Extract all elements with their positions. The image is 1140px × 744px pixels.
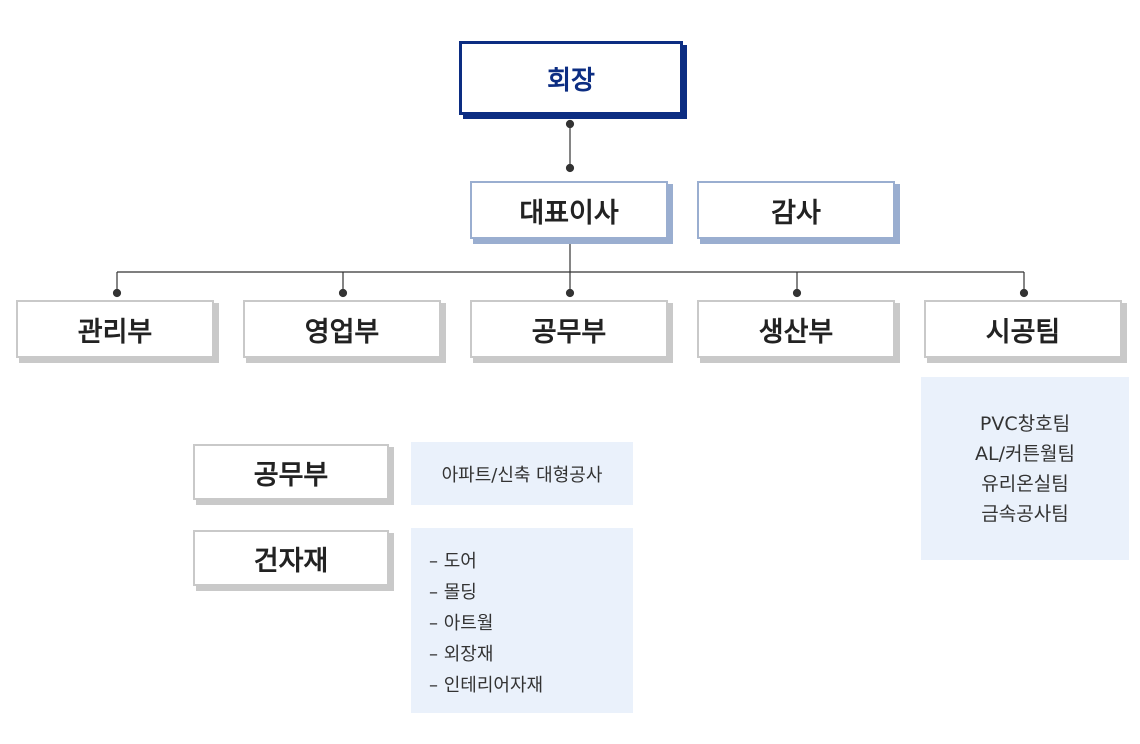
gongmu-description-panel: 아파트/신축 대형공사 [411, 442, 633, 505]
connector-dot [1019, 288, 1029, 298]
team-item: AL/커튼월팀 [975, 442, 1075, 465]
team-item: 금속공사팀 [981, 502, 1069, 525]
dept-box-production: 생산부 [697, 300, 895, 358]
construction-teams-panel: PVC창호팀 AL/커튼월팀 유리온실팀 금속공사팀 [921, 377, 1129, 560]
connector-dot [338, 288, 348, 298]
ceo-label: 대표이사 [519, 197, 619, 229]
connector-dot [112, 288, 122, 298]
ceo-box: 대표이사 [470, 181, 668, 239]
dept-box-construction: 시공팀 [924, 300, 1122, 358]
team-item: 유리온실팀 [981, 472, 1069, 495]
materials-list-item: 외장재 [429, 639, 633, 670]
chairman-label: 회장 [547, 65, 595, 96]
connector-dot [565, 163, 575, 173]
gongmu-section-label: 공무부 [253, 459, 329, 491]
connector-dot [792, 288, 802, 298]
materials-list-item: 인테리어자재 [429, 670, 633, 701]
dept-box-sales: 영업부 [243, 300, 441, 358]
materials-list-item: 도어 [429, 546, 633, 577]
chairman-box: 회장 [462, 44, 680, 112]
gongmu-section-box: 공무부 [193, 444, 389, 500]
materials-section-box: 건자재 [193, 530, 389, 586]
connector-dot [565, 119, 575, 129]
audit-label: 감사 [771, 197, 821, 229]
dept-label: 시공팀 [985, 316, 1061, 348]
materials-list-panel: 도어 몰딩 아트월 외장재 인테리어자재 [411, 528, 633, 713]
materials-list-item: 아트월 [429, 608, 633, 639]
dept-label: 공무부 [531, 316, 607, 348]
dept-label: 영업부 [304, 316, 380, 348]
team-item: PVC창호팀 [979, 412, 1071, 435]
dept-label: 생산부 [758, 316, 834, 348]
audit-box: 감사 [697, 181, 895, 239]
gongmu-description: 아파트/신축 대형공사 [441, 464, 603, 486]
dept-label: 관리부 [77, 316, 153, 348]
dept-box-admin: 관리부 [16, 300, 214, 358]
materials-section-label: 건자재 [253, 545, 329, 577]
dept-box-engineering: 공무부 [470, 300, 668, 358]
connector-dot [565, 288, 575, 298]
materials-list-item: 몰딩 [429, 577, 633, 608]
